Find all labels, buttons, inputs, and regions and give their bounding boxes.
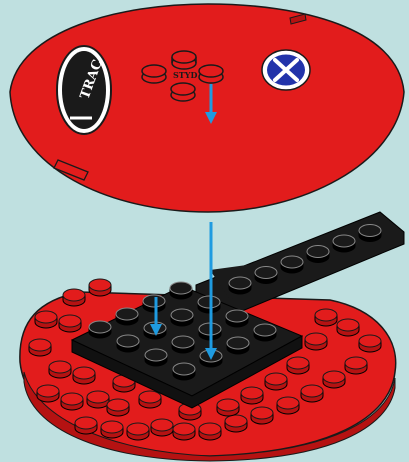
red-stud	[337, 319, 359, 336]
center-print: STYD	[173, 70, 197, 80]
red-stud	[87, 391, 109, 408]
red-stud	[225, 415, 247, 432]
red-stud	[63, 289, 85, 306]
black-stud	[198, 296, 220, 313]
black-stud	[171, 309, 193, 326]
red-stud	[139, 391, 161, 408]
red-stud	[75, 417, 97, 434]
x-badge-decal	[262, 50, 310, 90]
red-stud	[73, 367, 95, 384]
bar-stud	[229, 277, 251, 294]
bar-stud	[359, 225, 381, 242]
black-stud	[227, 337, 249, 354]
red-stud	[265, 373, 287, 390]
bar-stud	[281, 256, 303, 273]
red-stud	[89, 279, 111, 296]
black-stud	[117, 335, 139, 352]
red-stud	[107, 399, 129, 416]
red-stud	[345, 357, 367, 374]
black-stud	[116, 308, 138, 325]
bar-stud	[307, 246, 329, 263]
red-stud	[49, 361, 71, 378]
black-stud	[254, 324, 276, 341]
red-stud	[59, 315, 81, 332]
black-stud	[170, 282, 192, 299]
red-stud	[37, 385, 59, 402]
red-stud	[173, 423, 195, 440]
dome-stud-bottom	[171, 83, 195, 101]
red-stud	[217, 399, 239, 416]
red-stud	[287, 357, 309, 374]
red-stud	[199, 423, 221, 440]
red-stud	[323, 371, 345, 388]
red-stud	[305, 333, 327, 350]
red-stud	[151, 419, 173, 436]
black-stud	[173, 363, 195, 380]
red-stud	[241, 387, 263, 404]
dome-stud-right	[199, 65, 223, 83]
red-stud	[277, 397, 299, 414]
red-stud	[251, 407, 273, 424]
trac-logo-decal: TRAC	[57, 46, 111, 134]
dome-stud-left	[142, 65, 166, 83]
black-stud	[143, 295, 165, 312]
red-stud	[301, 385, 323, 402]
black-stud	[89, 321, 111, 338]
black-stud	[226, 310, 248, 327]
red-stud	[359, 335, 381, 352]
red-stud	[35, 311, 57, 328]
red-stud	[29, 339, 51, 356]
black-stud	[172, 336, 194, 353]
bar-stud	[333, 235, 355, 252]
red-stud	[315, 309, 337, 326]
bar-stud	[255, 267, 277, 284]
red-stud	[127, 423, 149, 440]
red-stud	[101, 421, 123, 438]
dome-stud-top	[172, 51, 196, 69]
black-stud	[145, 349, 167, 366]
red-stud	[61, 393, 83, 410]
